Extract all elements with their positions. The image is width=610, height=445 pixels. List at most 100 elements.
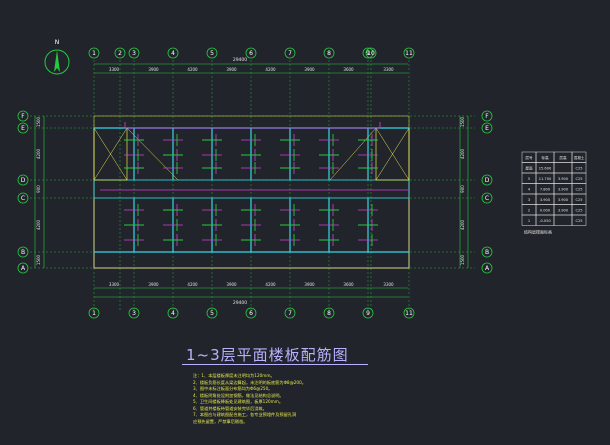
side-dim-label: 1500	[460, 116, 465, 127]
legend-cell: 4	[528, 188, 531, 192]
top-axis-bubble-label: 7	[288, 50, 292, 57]
top-axis-bubble: 7	[284, 47, 296, 59]
bottom-axis-bubble-label: 3	[132, 310, 136, 317]
side-dim-label: 1500	[36, 116, 41, 127]
right-axis-bubble-label: C	[485, 195, 489, 202]
bottom-axis-bubble-label: 7	[288, 310, 292, 317]
side-dimensions	[34, 116, 469, 268]
legend-cell: C25	[575, 209, 582, 213]
side-dim-label: 4200	[36, 219, 41, 230]
left-axis-bubble-label: B	[21, 249, 25, 256]
right-axis-bubble: C	[481, 192, 493, 204]
legend-cell: 11.700	[539, 177, 552, 181]
top-axis-bubble-label: 8	[327, 50, 331, 57]
legend-cell: 屋面	[525, 166, 533, 171]
top-axis-bubble-label: 9	[366, 50, 370, 57]
bottom-dim-total: 29400	[233, 300, 247, 306]
left-axis-bubble: E	[17, 122, 29, 134]
top-axis-bubble-label: 6	[249, 50, 253, 57]
right-axis-bubble-label: E	[485, 125, 489, 132]
left-axis-bubble-label: D	[21, 177, 26, 184]
rebar-lines	[100, 122, 409, 246]
legend-cell: 混凝土	[574, 155, 585, 160]
bottom-dim-label: 3600	[343, 282, 354, 287]
bottom-axis-bubble-label: 8	[327, 310, 331, 317]
left-axis-bubble-label: A	[21, 265, 26, 272]
right-axis-bubble: E	[481, 122, 493, 134]
legend-cell: 3.900	[558, 177, 569, 181]
legend-cell: C25	[575, 198, 582, 202]
bottom-dim-label: 4200	[265, 282, 276, 287]
legend-cell: 1	[528, 219, 530, 223]
left-axis-bubble: F	[17, 110, 29, 122]
top-dim-label: 3300	[109, 67, 120, 72]
bottom-axis-bubble: 6	[245, 307, 257, 319]
legend-cell: 3	[528, 198, 530, 202]
bottom-dim-label: 3900	[226, 282, 237, 287]
bottom-axis-bubble: 5	[206, 307, 218, 319]
bottom-axis-bubble-label: 11	[405, 310, 413, 317]
top-axis-bubble-label: 10	[367, 50, 375, 57]
bottom-axis-bubble-label: 9	[366, 310, 370, 317]
legend-cell: C25	[575, 219, 582, 223]
top-axis-bubble-label: 4	[171, 50, 175, 57]
left-axis-bubble-label: E	[21, 125, 25, 132]
top-dim-label: 4200	[187, 67, 198, 72]
top-axis-bubble-label: 5	[210, 50, 214, 57]
legend-cell: C25	[575, 167, 582, 171]
legend-cell: C25	[575, 177, 582, 181]
right-axis-bubble-label: B	[485, 249, 489, 256]
note-line: 2、楼板负筋长度从梁边算起，未注明的板底筋为Φ8@200。	[193, 379, 306, 385]
rebar-lines-green	[124, 134, 378, 246]
legend-cell: 3.900	[540, 198, 551, 202]
legend-cell: 15.600	[539, 167, 552, 171]
bottom-axis-bubble: 4	[167, 307, 179, 319]
side-dim-label: 1500	[460, 254, 465, 265]
bottom-axis-bubble-label: 6	[249, 310, 253, 317]
top-axis-bubble-label: 1	[92, 50, 96, 57]
left-axis-bubble-label: C	[21, 195, 25, 202]
top-axis-bubble: 10	[365, 47, 377, 59]
top-axis-bubble: 11	[403, 47, 415, 59]
bottom-axis-bubble-label: 5	[210, 310, 214, 317]
note-line: 注：1、本层楼板厚度未注明均为120mm。	[193, 373, 275, 378]
axis-grid	[30, 60, 475, 310]
top-axis-bubble: 9	[362, 47, 374, 59]
top-axis-bubble: 6	[245, 47, 257, 59]
side-dim-label: 900	[36, 185, 41, 193]
top-dim-label: 4200	[265, 67, 276, 72]
bottom-axis-bubble: 9	[362, 307, 374, 319]
legend-cell: -0.050	[539, 219, 551, 223]
right-axis-bubble: D	[481, 174, 493, 186]
legend-caption: 结构层楼面标高	[524, 229, 552, 235]
top-dim-label: 3900	[226, 67, 237, 72]
top-dim-total: 29400	[233, 57, 247, 63]
bottom-axis-bubble-label: 1	[92, 310, 96, 317]
note-line: 6、管道井楼板待管道安装完毕后浇筑。	[193, 405, 267, 411]
top-axis-bubble: 2	[114, 47, 126, 59]
left-axis-bubble: C	[17, 192, 29, 204]
bottom-dim-label: 3900	[148, 282, 159, 287]
top-dim-label: 3900	[304, 67, 315, 72]
right-axis-bubble: B	[481, 246, 493, 258]
side-dim-label: 900	[460, 185, 465, 193]
right-axis-bubble: F	[481, 110, 493, 122]
bottom-axis-bubble: 1	[88, 307, 100, 319]
legend-cell: 3.900	[558, 188, 569, 192]
legend-cell: 层号	[525, 155, 533, 160]
north-label: N	[55, 39, 60, 46]
bottom-axis-bubble: 7	[284, 307, 296, 319]
top-axis-bubble-label: 2	[118, 50, 122, 57]
left-axis-bubble: B	[17, 246, 29, 258]
top-axis-bubble: 8	[323, 47, 335, 59]
top-dim-label: 3600	[343, 67, 354, 72]
note-line: 3、图中未标注板面分布筋均为Φ6@250。	[193, 386, 273, 391]
left-axis-bubble-label: F	[21, 113, 25, 120]
bottom-dim-label: 3300	[383, 282, 394, 287]
drawing-title: 1~3层平面楼板配筋图	[186, 346, 349, 364]
left-axis-bubble: A	[17, 262, 29, 274]
